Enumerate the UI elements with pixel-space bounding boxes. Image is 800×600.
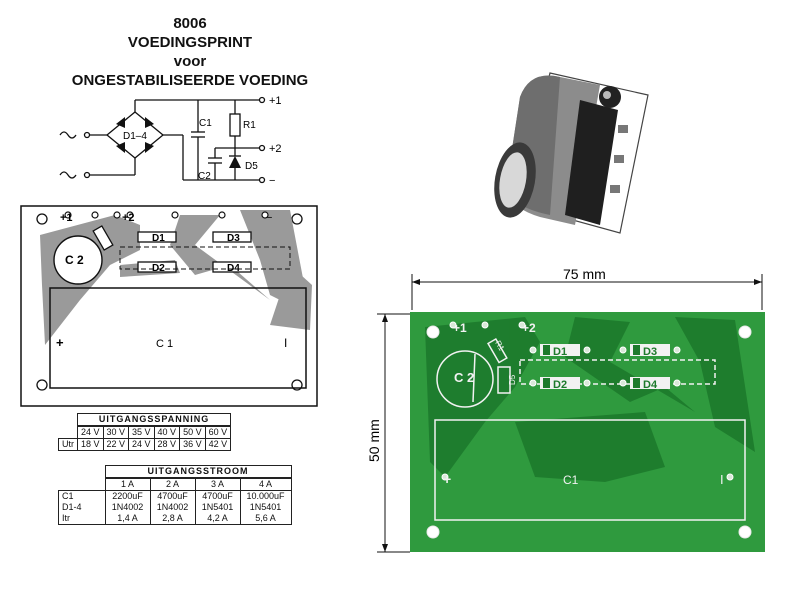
pcb-d2 xyxy=(137,261,177,273)
bridge-rectifier xyxy=(105,111,165,159)
voltage-cell: 24 V xyxy=(77,425,104,439)
current-col-head: 4 A xyxy=(239,477,292,491)
label-out2: +2 xyxy=(269,143,282,155)
table-output-voltage: UITGANGSSPANNING 24 V 30 V 35 V 40 V 50 … xyxy=(58,413,232,451)
label-bridge: D1–4 xyxy=(123,131,147,142)
ac-input-symbol-bottom xyxy=(59,171,77,179)
label-c1: C1 xyxy=(199,118,212,129)
current-cell: 4700uF xyxy=(149,490,196,502)
photo-label-plus1: +1 xyxy=(453,321,467,335)
photo-label-c2: C 2 xyxy=(454,370,474,385)
current-cell: 2200uF xyxy=(104,490,151,502)
pcb-label-plus2: +2 xyxy=(122,212,135,224)
pcb-drawing: +1 +2 C 2 D1 D2 D3 D4 C 1 + I − xyxy=(20,205,318,407)
pcb-label-bar: I xyxy=(284,336,287,350)
pcb-label-c2: C 2 xyxy=(65,253,84,267)
title-line1: VOEDINGSPRINT xyxy=(127,34,253,51)
voltage-cell: 35 V xyxy=(128,425,155,439)
current-col-head: 3 A xyxy=(194,477,241,491)
pcb-label-plus: + xyxy=(56,335,64,350)
title-line2: voor xyxy=(173,53,207,70)
voltage-cell: 50 V xyxy=(179,425,206,439)
pcb-label-d2: D2 xyxy=(152,263,165,274)
pcb-label-plus1: +1 xyxy=(60,212,73,224)
voltage-cell: 40 V xyxy=(153,425,181,439)
label-r1: R1 xyxy=(243,120,256,131)
width-label: 75 mm xyxy=(563,266,606,282)
photo-label-d1: D1 xyxy=(553,346,567,358)
current-cell: 4700uF xyxy=(194,490,241,502)
green-pcb-photo: 75 mm 50 mm xyxy=(366,266,765,553)
photo-label-c1: C1 xyxy=(563,473,579,487)
current-cell: 1N4002 xyxy=(149,502,196,513)
photo-label-d3: D3 xyxy=(643,346,657,358)
current-table-header: UITGANGSSTROOM xyxy=(104,465,292,479)
voltage-row-label: Utr xyxy=(58,438,78,451)
pcb-d1 xyxy=(137,231,177,243)
title-line3: ONGESTABILISEERDE VOEDING xyxy=(71,72,309,89)
pcb-label-d3: D3 xyxy=(227,233,240,244)
photo-c2-outline xyxy=(436,350,494,408)
current-col-head: 2 A xyxy=(149,477,196,491)
resistor-r1 xyxy=(229,113,241,137)
schematic: D1–4 C1 C2 R1 D5 +1 +2 − xyxy=(59,95,282,187)
current-cell: 10.000uF xyxy=(239,490,292,502)
pcb-d4 xyxy=(212,261,252,273)
label-c2: C2 xyxy=(198,171,211,182)
label-out1: +1 xyxy=(269,95,282,107)
ac-input-symbol-top xyxy=(59,131,77,139)
label-gnd: − xyxy=(269,175,275,187)
photo-label-d2: D2 xyxy=(553,379,567,391)
current-cell: 1N5401 xyxy=(194,502,241,513)
photo-label-plus2: +2 xyxy=(522,321,536,335)
pcb-label-c1: C 1 xyxy=(156,338,173,350)
photo-label-bar: I xyxy=(720,472,724,487)
pcb-label-d4: D4 xyxy=(227,263,240,274)
pcb-label-minus: − xyxy=(266,212,272,224)
diagram-title: 8006 VOEDINGSPRINT voor ONGESTABILISEERD… xyxy=(40,14,340,90)
photo-c1-outline xyxy=(434,419,746,521)
current-row-label: Itr xyxy=(58,513,105,525)
assembled-board-photo xyxy=(494,72,649,234)
zener-d5 xyxy=(229,156,241,168)
current-cell: 1N4002 xyxy=(104,502,151,513)
photo-label-d5: D5 xyxy=(508,374,517,385)
pcb-label-d1: D1 xyxy=(152,233,165,244)
current-row-label: D1-4 xyxy=(58,502,105,513)
voltage-table-header: UITGANGSSPANNING xyxy=(76,413,232,427)
voltage-cell: 24 V xyxy=(128,438,155,451)
current-cell: 5,6 A xyxy=(239,513,292,525)
voltage-cell: 28 V xyxy=(153,438,181,451)
title-code: 8006 xyxy=(173,15,207,32)
voltage-cell: 22 V xyxy=(102,438,130,451)
voltage-cell: 30 V xyxy=(102,425,130,439)
current-cell: 1N5401 xyxy=(239,502,292,513)
voltage-cell: 60 V xyxy=(204,425,232,439)
height-label: 50 mm xyxy=(366,419,382,462)
current-row-label: C1 xyxy=(58,490,105,502)
current-cell: 1,4 A xyxy=(104,513,151,525)
pcb-c2-outline xyxy=(53,235,103,285)
table-output-current: UITGANGSSTROOM 1 A 2 A 3 A 4 A C1 2200uF… xyxy=(58,465,292,525)
voltage-cell: 36 V xyxy=(179,438,206,451)
current-cell: 4,2 A xyxy=(194,513,241,525)
pcb-c1-outline xyxy=(49,287,307,389)
photo-label-d4: D4 xyxy=(643,379,658,391)
label-d5: D5 xyxy=(245,161,258,172)
photo-label-plus: + xyxy=(443,471,451,487)
current-cell: 2,8 A xyxy=(149,513,196,525)
pcb-d3 xyxy=(212,231,252,243)
voltage-cell: 42 V xyxy=(204,438,232,451)
voltage-cell: 18 V xyxy=(77,438,104,451)
current-col-head: 1 A xyxy=(104,477,151,491)
